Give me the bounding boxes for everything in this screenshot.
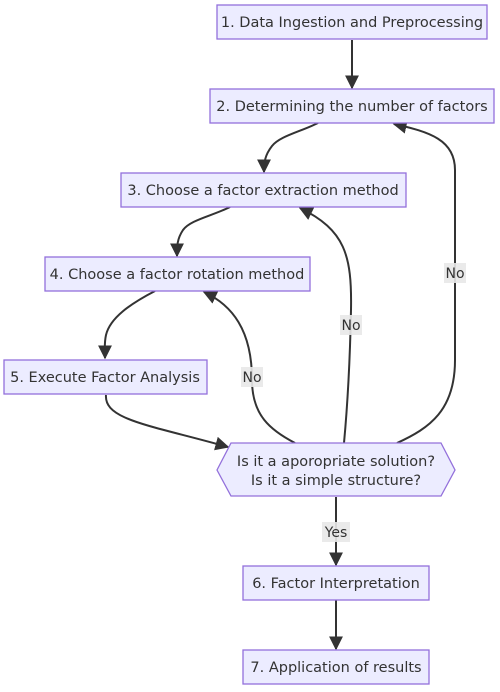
edge-decision-to-step2 — [392, 119, 457, 444]
node-step6[interactable]: 6. Factor Interpretation — [242, 565, 430, 601]
node-step1-label: 1. Data Ingestion and Preprocessing — [221, 15, 483, 31]
edge-label-bg-no-step3 — [340, 315, 362, 335]
node-step2-label: 2. Determining the number of factors — [216, 99, 487, 115]
node-step3[interactable]: 3. Choose a factor extraction method — [120, 172, 407, 208]
node-step6-label: 6. Factor Interpretation — [252, 576, 420, 592]
edge-label-yes-step6: Yes — [324, 525, 348, 541]
edge-decision-to-step3 — [298, 207, 353, 444]
edge-label-no-step4: No — [242, 370, 261, 386]
node-step2-box — [209, 88, 495, 124]
edge-label-no-step3: No — [341, 318, 360, 334]
node-step3-label: 3. Choose a factor extraction method — [127, 183, 398, 199]
nodes-group: 1. Data Ingestion and Preprocessing 2. D… — [3, 4, 495, 685]
node-step2[interactable]: 2. Determining the number of factors — [209, 88, 495, 124]
node-step5-box — [3, 359, 208, 395]
node-step1-box — [216, 4, 488, 40]
node-step3-box — [120, 172, 407, 208]
node-step4[interactable]: 4. Choose a factor rotation method — [44, 256, 311, 292]
node-step7-label: 7. Application of results — [250, 660, 421, 676]
node-step1[interactable]: 1. Data Ingestion and Preprocessing — [216, 4, 488, 40]
node-step4-label: 4. Choose a factor rotation method — [50, 267, 305, 283]
node-step7[interactable]: 7. Application of results — [242, 649, 430, 685]
edge-label-no-step2: No — [445, 266, 464, 282]
edge-label-bg-yes-step6 — [322, 522, 350, 542]
node-step4-box — [44, 256, 311, 292]
edge-label-bg-no-step4 — [241, 367, 263, 387]
node-step5[interactable]: 5. Execute Factor Analysis — [3, 359, 208, 395]
node-decision[interactable]: Is it a aporopriate solution? Is it a si… — [216, 442, 456, 497]
node-decision-line2: Is it a simple structure? — [251, 473, 421, 489]
edge-step3-to-step4 — [170, 206, 231, 258]
edge-labels-group: No No No Yes — [241, 263, 466, 542]
node-step7-box — [242, 649, 430, 685]
edge-step4-to-step5 — [97, 290, 156, 360]
node-decision-hexagon — [216, 442, 456, 497]
edge-step5-to-decision — [104, 394, 230, 451]
edge-label-bg-no-step2 — [444, 263, 466, 283]
node-step6-box — [242, 565, 430, 601]
node-step5-label: 5. Execute Factor Analysis — [10, 370, 200, 386]
node-decision-line1: Is it a aporopriate solution? — [237, 454, 435, 470]
edges-group — [97, 40, 457, 651]
edge-step2-to-step3 — [257, 122, 319, 174]
